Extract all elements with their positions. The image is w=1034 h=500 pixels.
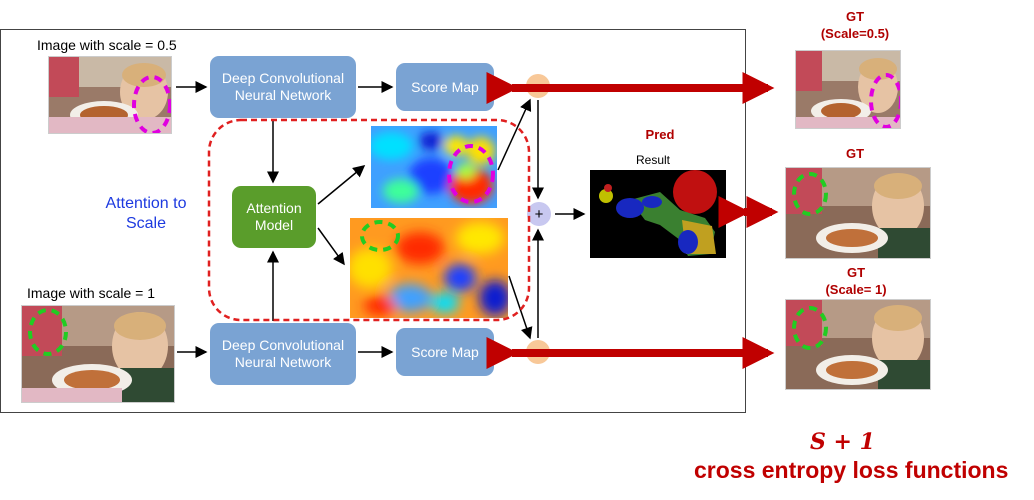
gt-mid-label: GT [845,146,865,161]
gt-full-label: GT (Scale= 1) [825,265,887,297]
result-label: Result [636,153,671,167]
input-label-half: Image with scale = 0.5 [37,37,177,53]
attention-heatmap-full [350,218,508,318]
gt-half-label: GT (Scale=0.5) [820,9,890,41]
gt-image-mid [785,167,931,259]
attention-to-scale-label: Attention to Scale [105,195,187,232]
loss-count-formula: S + 1 [810,429,875,455]
input-image-half [48,56,172,134]
result-segmentation [590,170,726,258]
gt-image-half [795,50,901,129]
loss-caption: cross entropy loss functions [694,457,1009,483]
score-map-top-box: Score Map [396,63,494,111]
dcnn-top-box: Deep Convolutional Neural Network [210,56,356,118]
input-image-full [21,305,175,403]
attention-heatmap-half [371,126,497,208]
gt-image-full [785,299,931,390]
pred-label: Pred [645,127,675,142]
sum-node: + [527,202,551,226]
attention-model-box: Attention Model [232,186,316,248]
dcnn-bottom-box: Deep Convolutional Neural Network [210,323,356,385]
input-label-full: Image with scale = 1 [27,285,156,301]
score-map-bottom-box: Score Map [396,328,494,376]
